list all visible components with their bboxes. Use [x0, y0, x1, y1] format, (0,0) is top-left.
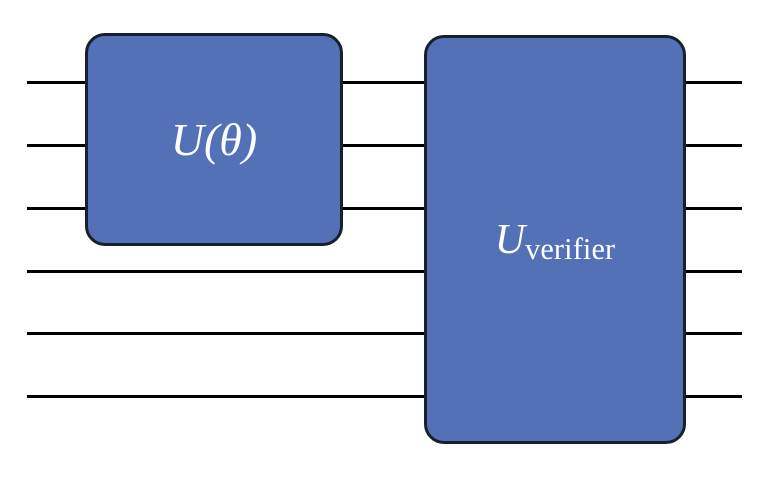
gate-u-verifier-label-subscript: verifier: [525, 232, 616, 267]
wire-1-middle: [341, 81, 427, 84]
wire-3-output: [684, 207, 742, 210]
wire-3-input: [27, 207, 87, 210]
wire-2-middle: [341, 144, 427, 147]
wire-4-output: [684, 270, 742, 273]
gate-u-verifier-label-base: U: [494, 216, 526, 263]
wire-6-output: [684, 395, 742, 398]
wire-6-input: [27, 395, 427, 398]
wire-2-input: [27, 144, 87, 147]
gate-u-theta-label-text: U(θ): [170, 113, 258, 165]
wire-5-input: [27, 332, 427, 335]
wire-3-middle: [341, 207, 427, 210]
gate-u-verifier[interactable]: Uverifier: [424, 35, 686, 444]
gate-u-theta[interactable]: U(θ): [85, 33, 343, 246]
gate-u-verifier-label: Uverifier: [494, 216, 616, 265]
wire-5-output: [684, 332, 742, 335]
wire-4-input: [27, 270, 427, 273]
wire-2-output: [684, 144, 742, 147]
wire-1-output: [684, 81, 742, 84]
gate-u-theta-label: U(θ): [170, 113, 258, 165]
wire-1-input: [27, 81, 87, 84]
